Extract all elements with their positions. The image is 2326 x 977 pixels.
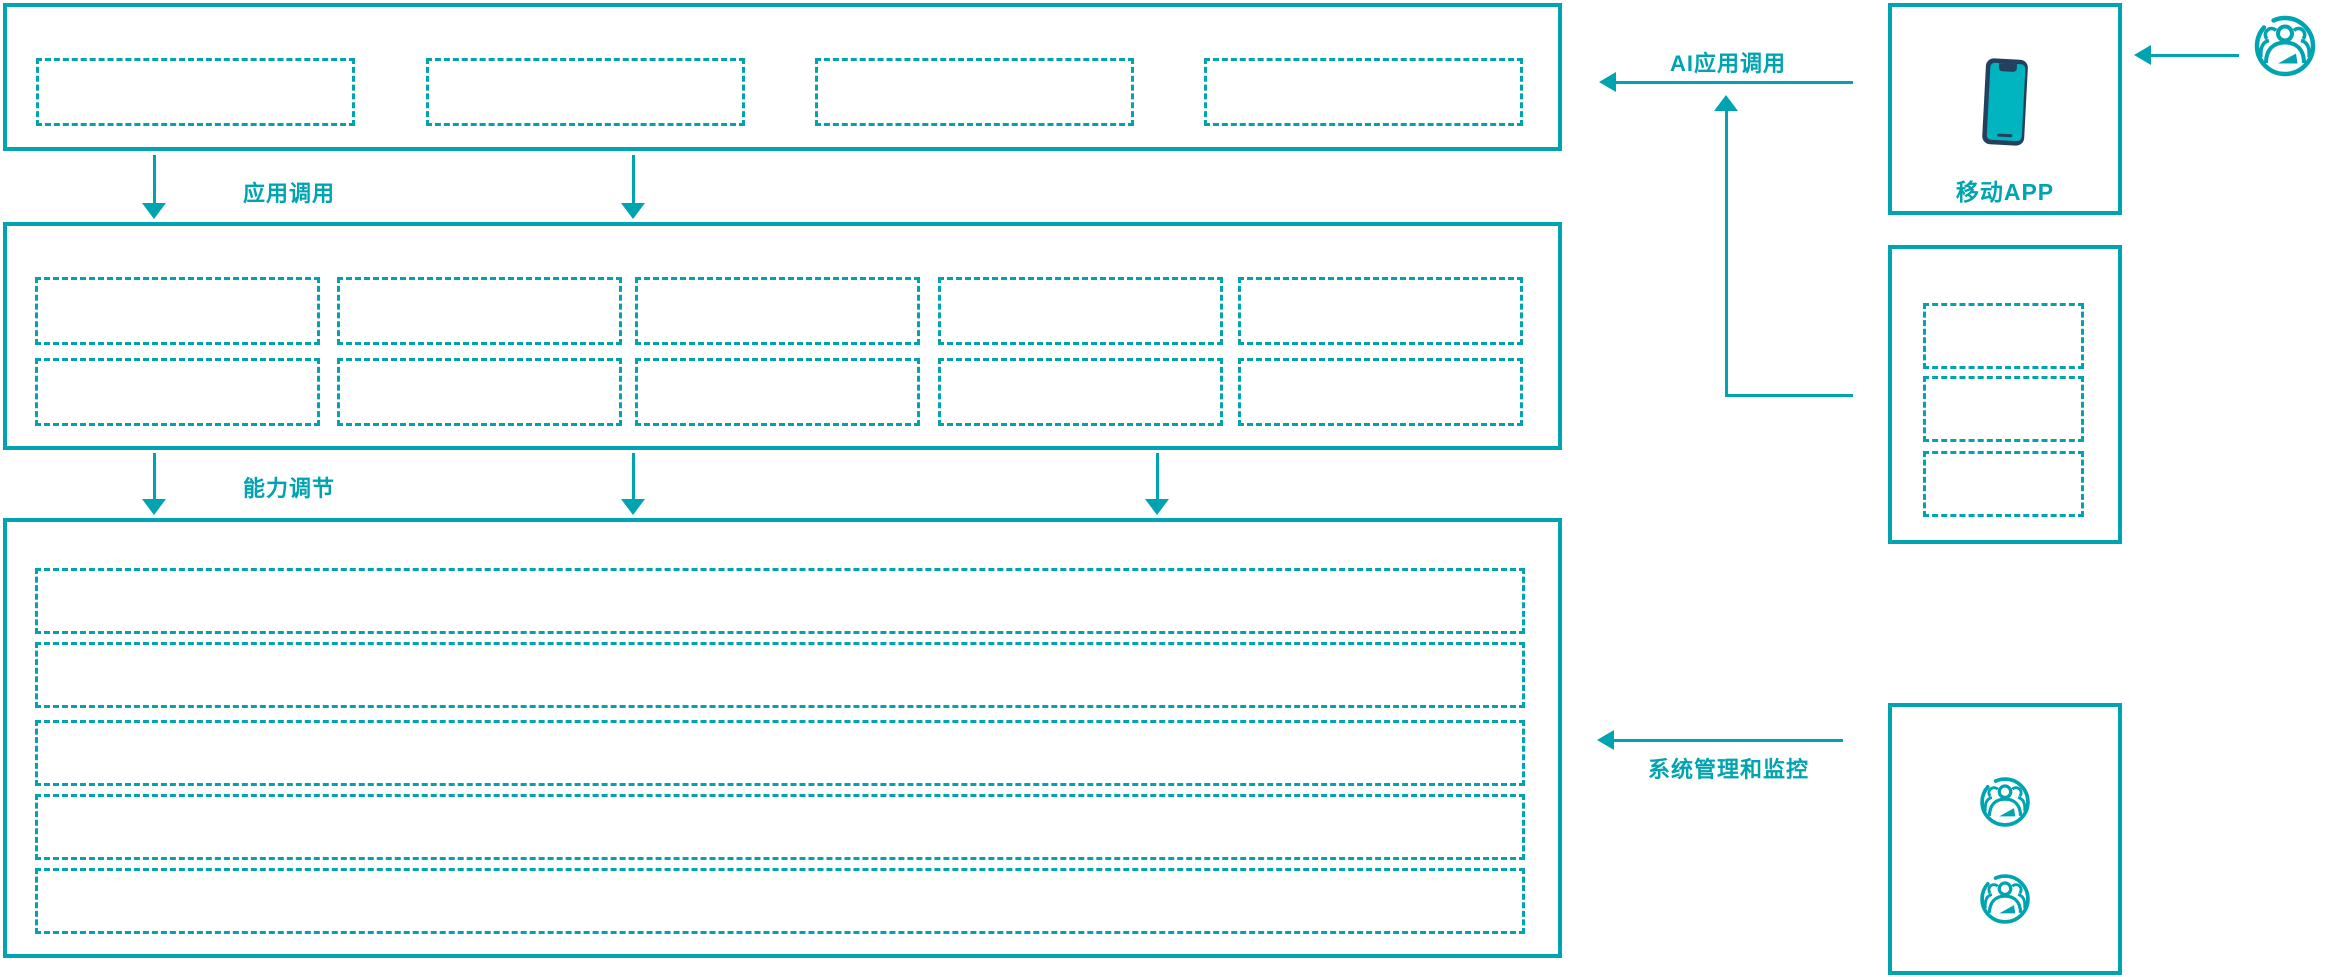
down-arrow-icon [1145, 453, 1169, 515]
api-panel [1888, 245, 2122, 544]
placeholder-row [35, 642, 1525, 708]
placeholder-box [1923, 303, 2084, 369]
placeholder-box [1923, 451, 2084, 517]
user-group-icon [1978, 872, 2032, 926]
user-group-icon [2252, 13, 2318, 79]
platform-layer-box [3, 518, 1562, 958]
application-layer-box [3, 3, 1562, 151]
placeholder-row [35, 868, 1525, 934]
down-arrow-icon [621, 155, 645, 219]
system-management-arrow [1597, 730, 1843, 750]
user-group-icon [1978, 775, 2032, 829]
mobile-app-panel: 移动APP [1888, 3, 2122, 215]
placeholder-box [35, 277, 320, 345]
down-arrow-icon [142, 453, 166, 515]
admin-panel [1888, 703, 2122, 975]
placeholder-row [35, 720, 1525, 786]
placeholder-row [35, 794, 1525, 860]
placeholder-box [815, 58, 1134, 126]
system-management-label: 系统管理和监控 [1648, 757, 1810, 782]
placeholder-box [938, 358, 1223, 426]
placeholder-box [1204, 58, 1523, 126]
capability-layer-box [3, 222, 1562, 450]
placeholder-box [635, 277, 920, 345]
placeholder-box [36, 58, 355, 126]
placeholder-box [635, 358, 920, 426]
ai-app-call-label: AI应用调用 [1670, 51, 1787, 76]
placeholder-box [337, 277, 622, 345]
placeholder-box [938, 277, 1223, 345]
connector-line [1725, 394, 1853, 397]
down-arrow-icon [142, 155, 166, 219]
placeholder-row [35, 568, 1525, 634]
placeholder-box [426, 58, 745, 126]
user-to-app-arrow [2134, 45, 2239, 65]
placeholder-box [1238, 358, 1523, 426]
app-call-label: 应用调用 [243, 181, 336, 206]
mobile-app-label: 移动APP [1955, 179, 2055, 205]
placeholder-box [35, 358, 320, 426]
up-arrow-icon [1714, 95, 1738, 111]
connector-line [1725, 111, 1728, 397]
ai-app-call-arrow [1599, 72, 1853, 92]
placeholder-box [1238, 277, 1523, 345]
placeholder-box [337, 358, 622, 426]
capability-adjust-label: 能力调节 [243, 476, 336, 501]
placeholder-box [1923, 376, 2084, 442]
smartphone-icon [1982, 57, 2030, 149]
down-arrow-icon [621, 453, 645, 515]
